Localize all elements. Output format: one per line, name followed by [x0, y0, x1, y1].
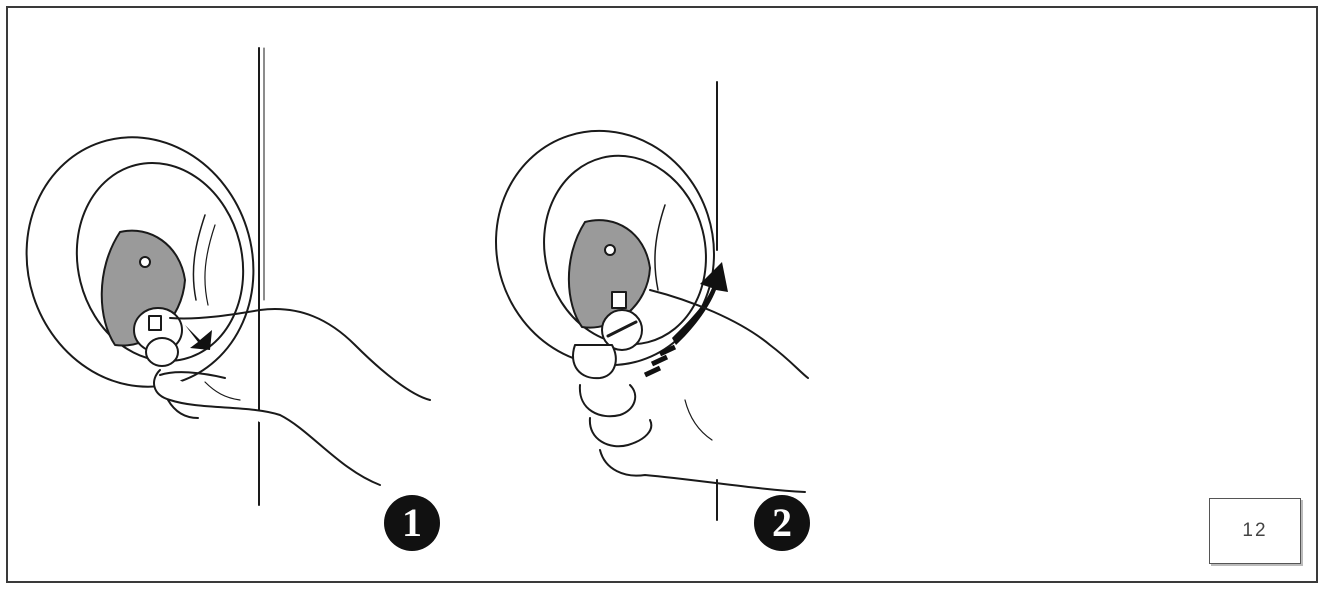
- step-2-illustration: [466, 82, 808, 520]
- step-1-illustration: [0, 48, 430, 505]
- step-number-badge: 1: [384, 495, 440, 551]
- page-number: 12: [1209, 498, 1301, 564]
- step-number-badge: 2: [754, 495, 810, 551]
